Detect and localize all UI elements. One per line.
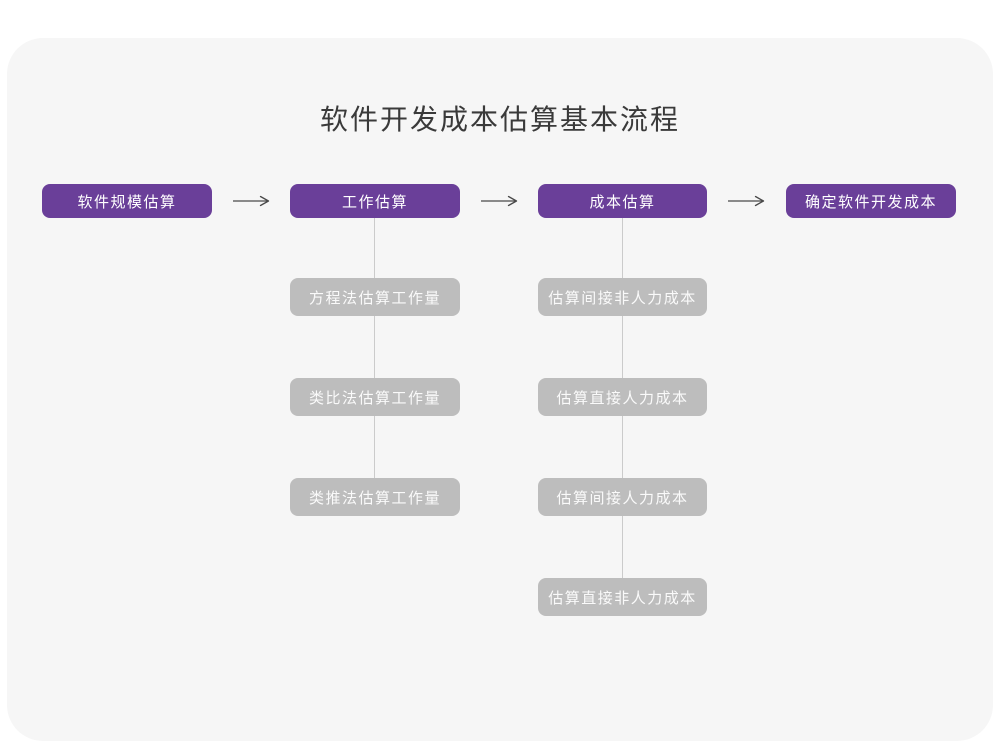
sub-node-extrapolation-method: 类推法估算工作量 [290,478,460,516]
flow-node-work-estimation: 工作估算 [290,184,460,218]
diagram-title: 软件开发成本估算基本流程 [319,103,680,136]
sub-node-analogy-method: 类比法估算工作量 [290,378,460,416]
sub-node-equation-method: 方程法估算工作量 [290,278,460,316]
flow-node-determine-development-cost: 确定软件开发成本 [786,184,956,218]
right-arrow-icon [233,195,270,207]
flow-node-software-scale-estimation: 软件规模估算 [42,184,212,218]
sub-node-direct-labor-cost: 估算直接人力成本 [538,378,707,416]
right-arrow-icon [728,195,765,207]
right-arrow-icon [481,195,518,207]
diagram-card [7,38,993,741]
vertical-connector-line [374,218,375,480]
sub-node-direct-nonlabor-cost: 估算直接非人力成本 [538,578,707,616]
sub-node-indirect-labor-cost: 估算间接人力成本 [538,478,707,516]
flow-node-cost-estimation: 成本估算 [538,184,707,218]
sub-node-indirect-nonlabor-cost: 估算间接非人力成本 [538,278,707,316]
